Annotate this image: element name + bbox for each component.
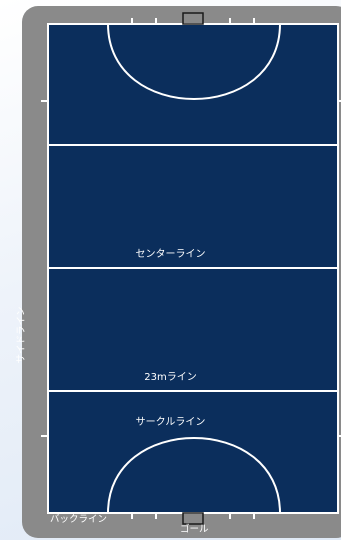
23m-line-label: 23mライン bbox=[144, 372, 197, 383]
top-shooting-circle bbox=[107, 23, 281, 100]
circle-line-label: サークルライン bbox=[135, 417, 206, 428]
side-line-ticks bbox=[41, 100, 341, 437]
bottom-goal bbox=[182, 512, 204, 525]
top-back-line-ticks bbox=[131, 18, 255, 24]
bottom-back-line-ticks bbox=[131, 513, 255, 519]
top-goal bbox=[182, 12, 204, 25]
goal-label: ゴール bbox=[180, 524, 209, 535]
bottom-shooting-circle bbox=[107, 437, 281, 514]
side-line-label: サイドライン bbox=[16, 306, 27, 364]
back-line-label: バックライン bbox=[50, 514, 108, 525]
center-line-label: センターライン bbox=[135, 249, 206, 260]
